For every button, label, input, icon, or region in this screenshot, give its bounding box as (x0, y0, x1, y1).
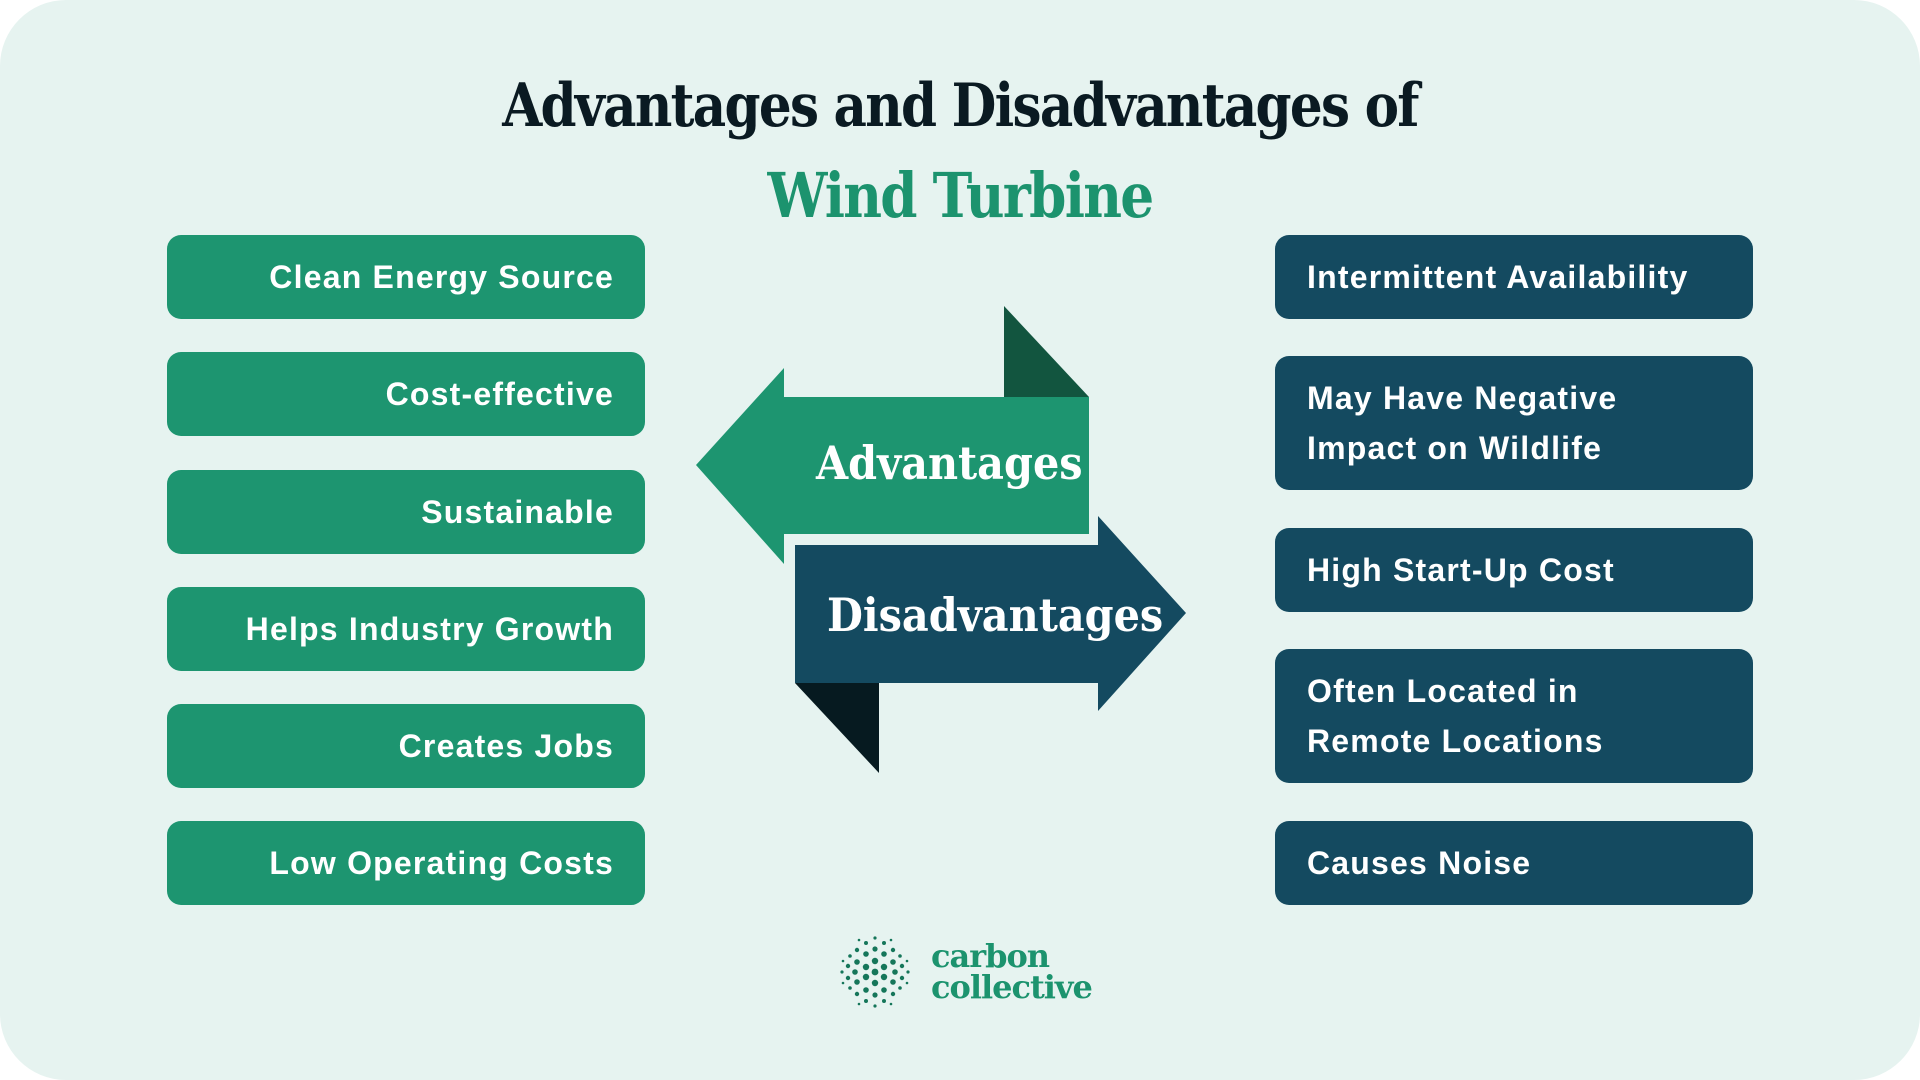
page-title: Advantages and Disadvantages of (502, 71, 1419, 141)
advantage-label: Helps Industry Growth (245, 611, 614, 647)
advantage-item: Creates Jobs (167, 704, 645, 788)
disadvantage-label: Intermittent Availability (1307, 259, 1689, 295)
disadvantage-item: Intermittent Availability (1275, 235, 1753, 319)
dotted-globe-icon (840, 936, 910, 1008)
carbon-collective-logo: carbon collective (833, 930, 1093, 1014)
disadvantage-item: Often Located in Remote Locations (1275, 649, 1753, 783)
logo-line-2: collective (931, 968, 1093, 1006)
advantages-arrow-label: Advantages (816, 436, 1083, 490)
advantages-fold-icon (1004, 306, 1089, 397)
page-subtitle: Wind Turbine (767, 159, 1154, 232)
disadvantage-label: High Start-Up Cost (1307, 552, 1615, 588)
advantage-label: Clean Energy Source (269, 259, 614, 295)
disadvantages-arrow-label: Disadvantages (827, 588, 1164, 642)
advantage-label: Low Operating Costs (269, 845, 614, 881)
advantage-item: Low Operating Costs (167, 821, 645, 905)
advantage-label: Sustainable (421, 494, 614, 530)
disadvantages-fold-icon (795, 683, 879, 773)
disadvantage-item: High Start-Up Cost (1275, 528, 1753, 612)
disadvantage-label: Causes Noise (1307, 845, 1532, 881)
advantage-item: Helps Industry Growth (167, 587, 645, 671)
advantage-label: Cost-effective (385, 376, 614, 412)
logo-line-1: carbon (931, 937, 1050, 975)
logo-wordmark: carbon collective (931, 937, 1093, 1006)
advantage-item: Cost-effective (167, 352, 645, 436)
disadvantage-item: Causes Noise (1275, 821, 1753, 905)
disadvantage-item: May Have Negative Impact on Wildlife (1275, 356, 1753, 490)
advantage-item: Clean Energy Source (167, 235, 645, 319)
disadvantage-label: Often Located in Remote Locations (1307, 673, 1604, 759)
disadvantage-label: May Have Negative Impact on Wildlife (1307, 380, 1618, 466)
advantage-label: Creates Jobs (398, 728, 614, 764)
advantage-item: Sustainable (167, 470, 645, 554)
